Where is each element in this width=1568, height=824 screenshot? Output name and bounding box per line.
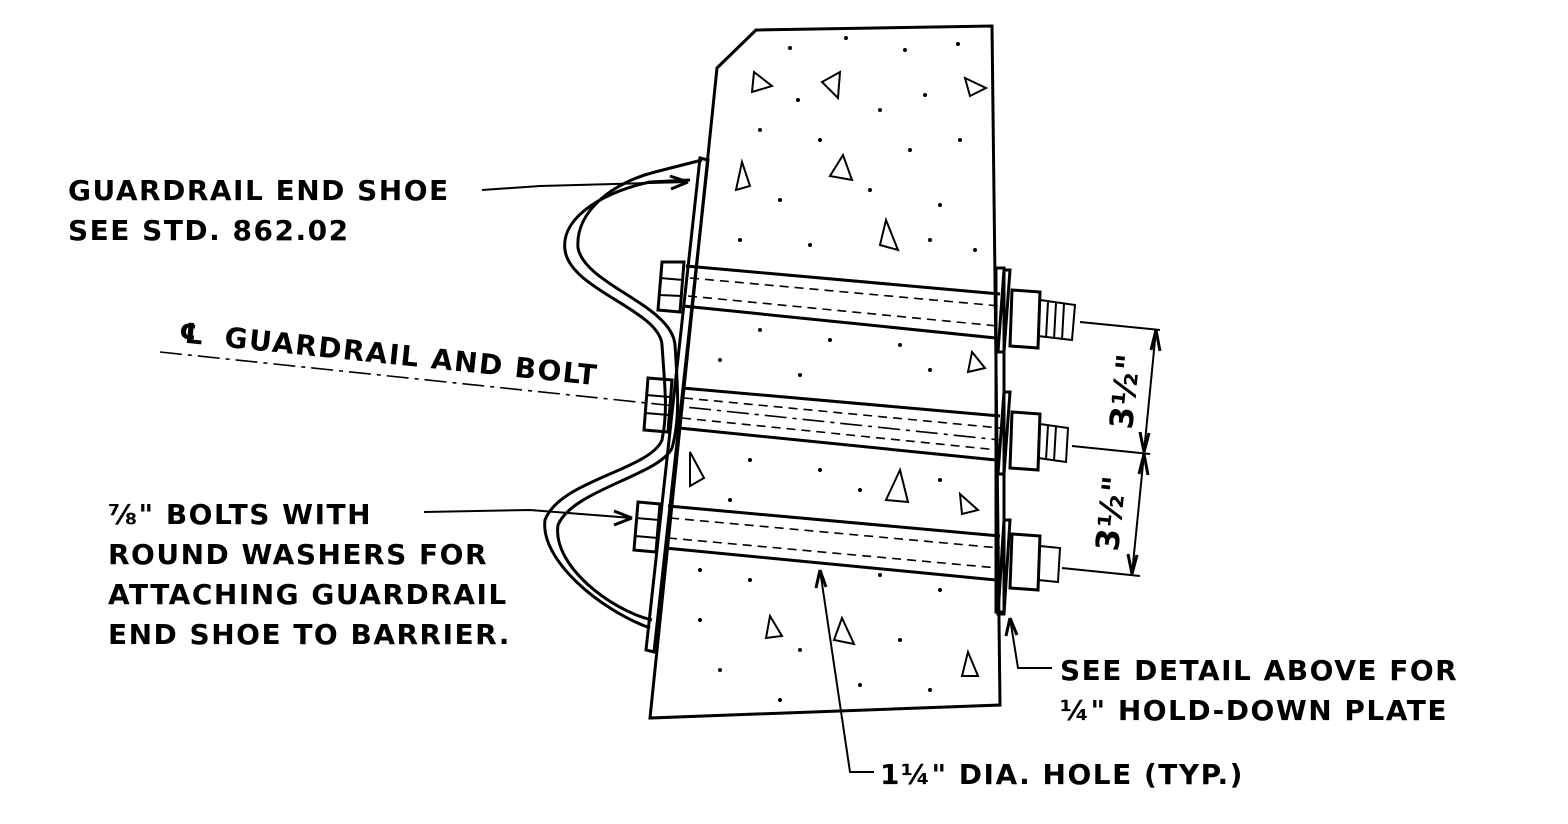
- dim-lower-spacing: 3½": [1088, 473, 1134, 553]
- bolts-label-line2: ROUND WASHERS FOR: [108, 538, 488, 571]
- centerline-symbol: ℄: [177, 316, 207, 352]
- dimension-lines: [1061, 321, 1162, 577]
- hole-label: 1¼" DIA. HOLE (TYP.): [880, 758, 1244, 791]
- end-shoe-label-line1: GUARDRAIL END SHOE: [68, 174, 450, 207]
- aggregate-dots: [698, 36, 977, 702]
- concrete-barrier: [648, 24, 1002, 720]
- detail-label-line1: SEE DETAIL ABOVE FOR: [1060, 654, 1458, 687]
- leader-lines: [423, 174, 1052, 773]
- hold-down-plate: [994, 266, 1006, 614]
- bolts-label-line4: END SHOE TO BARRIER.: [108, 618, 511, 651]
- end-shoe-label-line2: SEE STD. 862.02: [68, 214, 350, 247]
- centerline-label: GUARDRAIL AND BOLT: [223, 321, 600, 392]
- dim-upper-spacing: 3½": [1102, 351, 1148, 431]
- bolt-top: [656, 260, 1077, 354]
- aggregate-triangles: [689, 70, 989, 677]
- detail-label-line2: ¼" HOLD-DOWN PLATE: [1060, 694, 1448, 727]
- centerline: [159, 351, 1001, 441]
- bolt-bottom: [632, 500, 1062, 616]
- guardrail-end-shoe: [543, 156, 710, 654]
- bolt-middle: [642, 376, 1070, 476]
- bolts-label-line1: ⅞" BOLTS WITH: [108, 498, 372, 531]
- end-shoe-flange: [644, 156, 710, 654]
- bolts-label-line3: ATTACHING GUARDRAIL: [108, 578, 508, 611]
